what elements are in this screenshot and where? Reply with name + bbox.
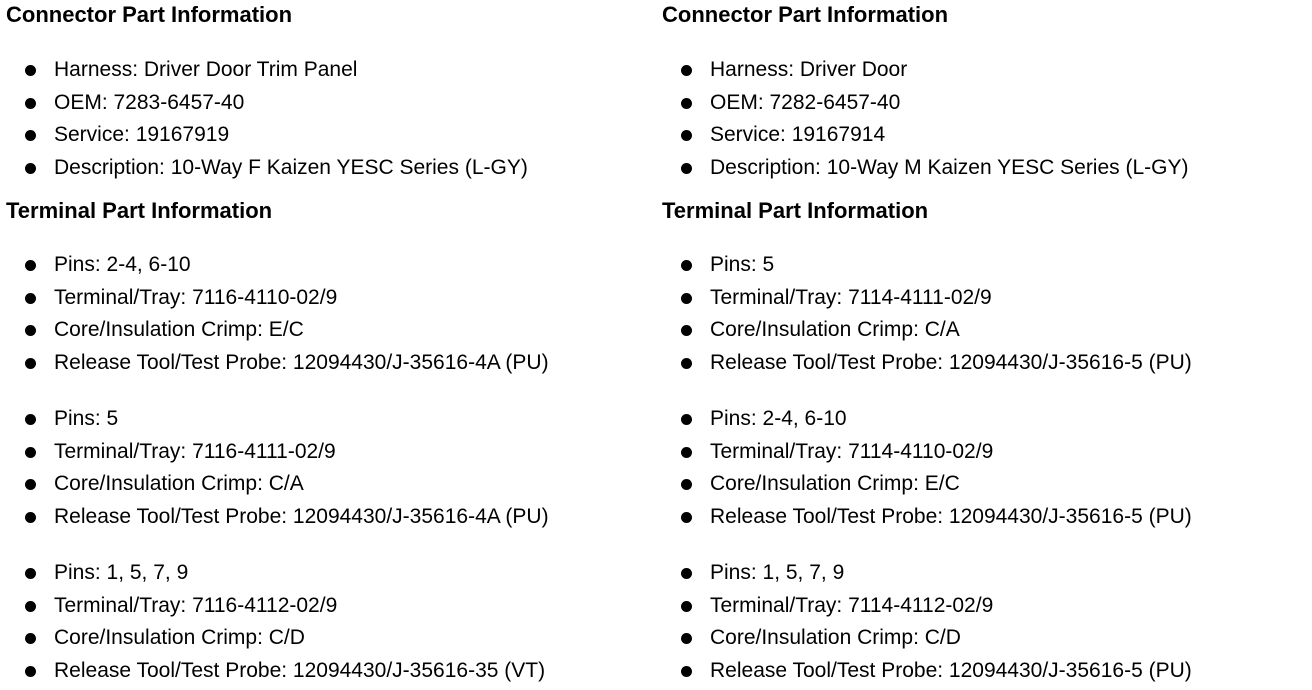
list-item: Core/Insulation Crimp: C/A <box>6 468 549 501</box>
list-item: OEM: 7282-6457-40 <box>662 87 1189 120</box>
list-item: Pins: 1, 5, 7, 9 <box>662 557 1192 590</box>
list-item: Service: 19167919 <box>6 119 528 152</box>
terminal-group-list: Pins: 5 Terminal/Tray: 7116-4111-02/9 Co… <box>6 403 549 533</box>
connector-part-info-list: Harness: Driver Door Trim Panel OEM: 728… <box>6 54 528 184</box>
list-item: Description: 10-Way F Kaizen YESC Series… <box>6 152 528 185</box>
list-item: Core/Insulation Crimp: C/A <box>662 314 1192 347</box>
list-item: Pins: 1, 5, 7, 9 <box>6 557 545 590</box>
list-item: Pins: 2-4, 6-10 <box>662 403 1192 436</box>
connector-part-info-list: Harness: Driver Door OEM: 7282-6457-40 S… <box>662 54 1189 184</box>
terminal-part-info-heading: Terminal Part Information <box>6 198 273 223</box>
list-item: Core/Insulation Crimp: E/C <box>662 468 1192 501</box>
terminal-group-list: Pins: 2-4, 6-10 Terminal/Tray: 7114-4110… <box>662 403 1192 533</box>
list-item: Pins: 5 <box>6 403 549 436</box>
list-item: Terminal/Tray: 7116-4110-02/9 <box>6 282 549 315</box>
list-item: Terminal/Tray: 7114-4112-02/9 <box>662 590 1192 623</box>
list-item: Description: 10-Way M Kaizen YESC Series… <box>662 152 1189 185</box>
terminal-group-list: Pins: 2-4, 6-10 Terminal/Tray: 7116-4110… <box>6 249 549 379</box>
list-item: Pins: 5 <box>662 249 1192 282</box>
terminal-group-list: Pins: 5 Terminal/Tray: 7114-4111-02/9 Co… <box>662 249 1192 379</box>
list-item: Terminal/Tray: 7114-4111-02/9 <box>662 282 1192 315</box>
terminal-group-list: Pins: 1, 5, 7, 9 Terminal/Tray: 7114-411… <box>662 557 1192 687</box>
connector-part-info-heading: Connector Part Information <box>6 2 293 27</box>
list-item: Release Tool/Test Probe: 12094430/J-3561… <box>662 655 1192 688</box>
list-item: Service: 19167914 <box>662 119 1189 152</box>
list-item: Release Tool/Test Probe: 12094430/J-3561… <box>6 347 549 380</box>
list-item: Release Tool/Test Probe: 12094430/J-3561… <box>662 501 1192 534</box>
connector-part-info-heading: Connector Part Information <box>662 2 949 27</box>
list-item: Release Tool/Test Probe: 12094430/J-3561… <box>6 501 549 534</box>
list-item: Terminal/Tray: 7116-4112-02/9 <box>6 590 545 623</box>
list-item: Release Tool/Test Probe: 12094430/J-3561… <box>6 655 545 688</box>
list-item: OEM: 7283-6457-40 <box>6 87 528 120</box>
list-item: Harness: Driver Door <box>662 54 1189 87</box>
terminal-part-info-heading: Terminal Part Information <box>662 198 929 223</box>
list-item: Terminal/Tray: 7114-4110-02/9 <box>662 436 1192 469</box>
terminal-group-list: Pins: 1, 5, 7, 9 Terminal/Tray: 7116-411… <box>6 557 545 687</box>
list-item: Core/Insulation Crimp: E/C <box>6 314 549 347</box>
list-item: Harness: Driver Door Trim Panel <box>6 54 528 87</box>
list-item: Core/Insulation Crimp: C/D <box>6 622 545 655</box>
list-item: Core/Insulation Crimp: C/D <box>662 622 1192 655</box>
list-item: Pins: 2-4, 6-10 <box>6 249 549 282</box>
list-item: Release Tool/Test Probe: 12094430/J-3561… <box>662 347 1192 380</box>
list-item: Terminal/Tray: 7116-4111-02/9 <box>6 436 549 469</box>
